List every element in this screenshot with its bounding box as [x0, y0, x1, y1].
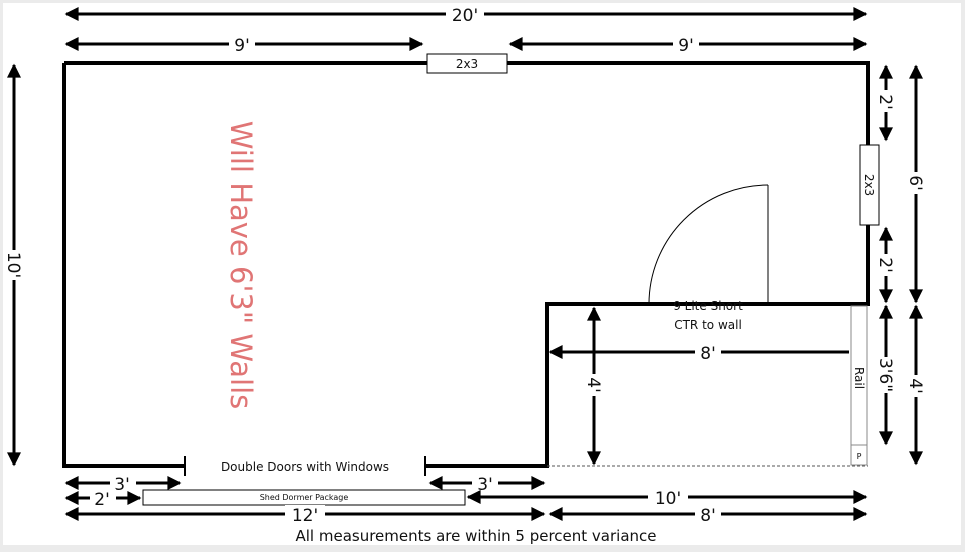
dormer-package: Shed Dormer Package — [142, 489, 466, 506]
rail: Rail P — [850, 305, 868, 466]
dim-notch-height-label: 4' — [583, 377, 603, 393]
dim-bottom-right-3-label: 3' — [477, 475, 493, 495]
dim-right-upper-bottom-label: 2' — [875, 257, 895, 273]
post-box — [850, 444, 868, 466]
window-top: 2x3 — [426, 53, 508, 74]
dim-notch-width-label: 8' — [700, 344, 716, 364]
dim-top-total-label: 20' — [452, 6, 478, 26]
dim-bottom-12-label: 12' — [292, 506, 318, 526]
dim-right-lower-total-label: 4' — [905, 378, 925, 394]
swing-door: 9 Lite Short CTR to wall — [648, 184, 769, 332]
footer-note: All measurements are within 5 percent va… — [296, 527, 657, 545]
dim-left-height-label: 10' — [3, 252, 23, 278]
dim-top-right-label: 9' — [678, 36, 694, 56]
dim-bottom-10-label: 10' — [655, 489, 681, 509]
dim-bottom-8-label: 8' — [700, 506, 716, 526]
post-label: P — [857, 452, 862, 461]
double-doors-label: Double Doors with Windows — [221, 460, 389, 474]
dormer-label: Shed Dormer Package — [260, 493, 349, 502]
drawing-sheet — [3, 3, 961, 545]
dim-bottom-2-label: 2' — [94, 490, 110, 510]
dim-right-upper-total-label: 6' — [905, 175, 925, 191]
dim-right-upper-top-label: 2' — [875, 94, 895, 110]
rail-label: Rail — [852, 367, 866, 389]
dim-right-lower-inner-label: 3'6" — [875, 358, 895, 392]
window-right-label: 2x3 — [862, 174, 876, 196]
window-top-label: 2x3 — [456, 57, 478, 71]
window-right: 2x3 — [859, 144, 880, 226]
dim-bottom-left-3-label: 3' — [114, 475, 130, 495]
door-label-line1: 9 Lite Short — [673, 299, 743, 313]
exterior-walls — [62, 61, 870, 468]
walls-note: Will Have 6'3" Walls — [224, 121, 258, 409]
door-label-line2: CTR to wall — [674, 318, 742, 332]
dim-top-left-label: 9' — [234, 36, 250, 56]
